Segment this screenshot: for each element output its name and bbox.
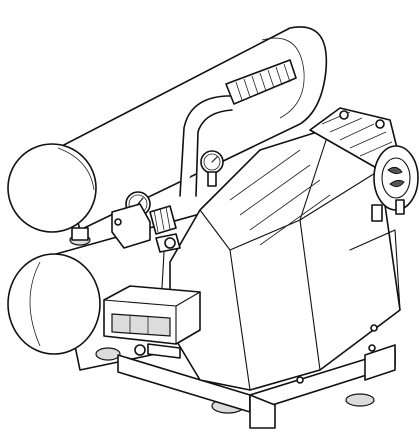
fan-shroud	[371, 145, 419, 222]
housing-bolts	[296, 324, 378, 384]
regulator-manifold	[111, 203, 181, 289]
tank-pressure-gauge	[200, 150, 224, 187]
cylinder-head	[309, 107, 401, 171]
pressure-switch	[103, 285, 201, 359]
base-frame	[117, 344, 396, 429]
motor-housing	[169, 127, 401, 391]
